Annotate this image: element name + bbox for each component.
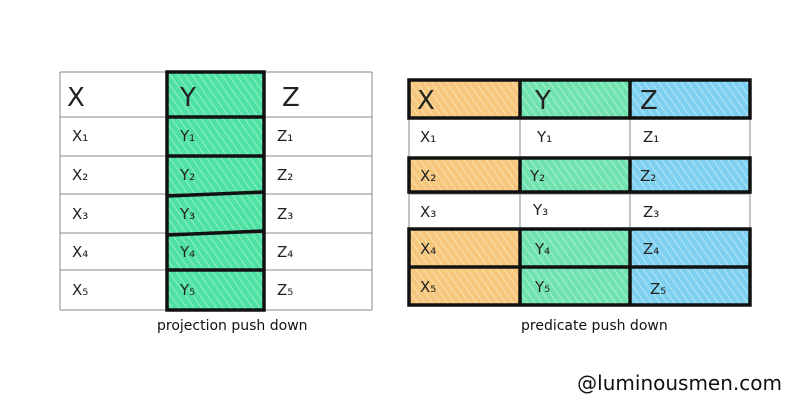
predicate-cell: X₄	[420, 240, 436, 258]
predicate-cell: Z₁	[643, 128, 659, 146]
predicate-cell: Y₃	[532, 201, 548, 219]
projection-cell: X₂	[72, 166, 88, 184]
projection-cell: Z₁	[277, 127, 293, 145]
projection-cell: Y₂	[179, 166, 195, 184]
predicate-cell: X₂	[420, 167, 436, 185]
predicate-cell: Y₂	[529, 167, 545, 185]
projection-cell: Y₁	[179, 127, 195, 145]
predicate-cell: Z₄	[643, 240, 659, 258]
predicate-cell: Y₁	[536, 128, 552, 146]
projection-header-y: Y	[179, 83, 196, 113]
projection-cell: Z₂	[277, 166, 293, 184]
projection-cell: X₅	[72, 281, 88, 299]
projection-y-borders	[165, 70, 266, 312]
projection-table: X Y Z X₁ Y₁ Z₁ X₂ Y₂ Z₂ X₃ Y₃ Z₃ X₄ Y₄ Z…	[59, 70, 373, 312]
projection-cell: Y₃	[179, 205, 195, 223]
predicate-row-borders	[407, 78, 752, 307]
projection-cell: X₁	[72, 127, 88, 145]
projection-caption: projection push down	[157, 318, 308, 334]
predicate-cell: X₅	[420, 278, 436, 296]
predicate-cell: Z₃	[643, 203, 659, 221]
predicate-cell: Z₅	[650, 280, 666, 298]
projection-cell: Y₅	[179, 281, 195, 299]
projection-cell: X₃	[72, 205, 88, 223]
predicate-cell: X₁	[420, 128, 436, 146]
predicate-table: X Y Z X₁ Y₁ Z₁ X₂ Y₂ Z₂ X₃ Y₃ Z₃ X₄ Y₄ Z…	[407, 78, 752, 307]
predicate-cell: Y₅	[534, 278, 550, 296]
watermark-handle: @luminousmen.com	[577, 371, 782, 395]
predicate-cell: Y₄	[534, 240, 550, 258]
predicate-header-z: Z	[640, 86, 658, 116]
projection-cell: Z₄	[277, 243, 293, 261]
projection-cell: X₄	[72, 243, 88, 261]
predicate-cell: X₃	[420, 203, 436, 221]
predicate-cell: Z₂	[640, 167, 656, 185]
projection-header-x: X	[67, 83, 85, 113]
predicate-header-y: Y	[534, 86, 551, 116]
projection-header-z: Z	[282, 83, 300, 113]
projection-cell: Z₃	[277, 205, 293, 223]
predicate-caption: predicate push down	[521, 318, 668, 334]
projection-cell: Z₅	[277, 281, 293, 299]
predicate-header-x: X	[417, 86, 435, 116]
projection-cell: Y₄	[179, 243, 195, 261]
